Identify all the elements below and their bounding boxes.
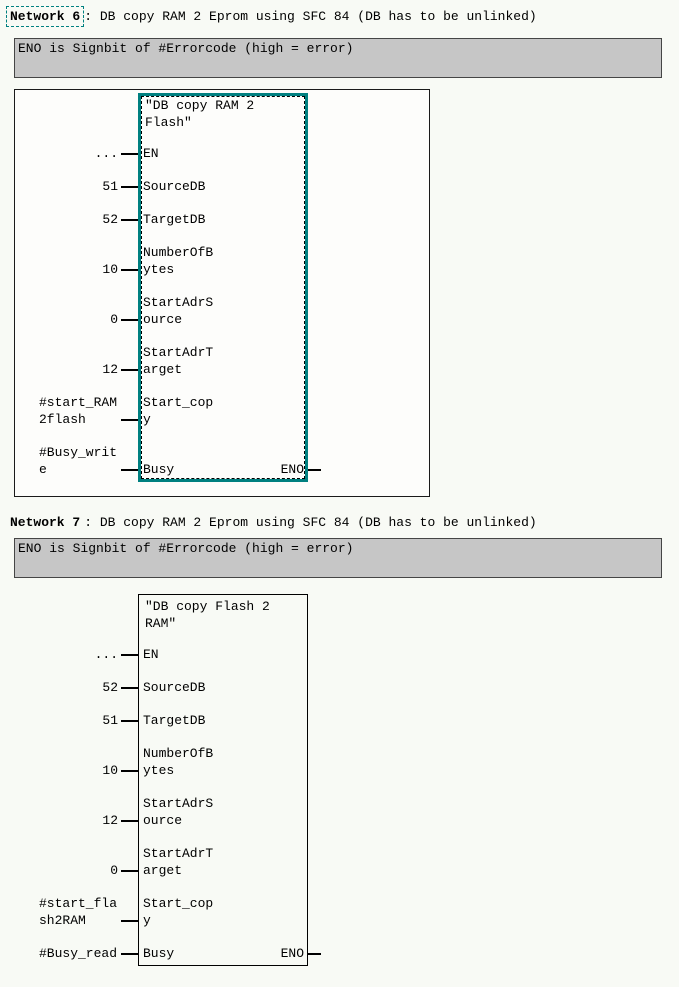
param-label: NumberOfB: [143, 746, 214, 761]
operand-value[interactable]: #start_fla: [39, 896, 118, 911]
network-rung-frame: [14, 89, 430, 497]
input-wire: [121, 419, 138, 421]
operand-value[interactable]: 52: [102, 212, 118, 227]
network-6-header: Network 6: DB copy RAM 2 Eprom using SFC…: [6, 6, 679, 27]
param-label: ource: [143, 312, 183, 327]
param-label: ytes: [143, 763, 175, 778]
input-wire: [121, 269, 138, 271]
input-wire: [121, 186, 138, 188]
operand-value[interactable]: #Busy_writ: [39, 445, 118, 460]
operand-value[interactable]: 10: [102, 262, 118, 277]
param-label: Busy: [143, 462, 175, 477]
param-label: StartAdrT: [143, 345, 214, 360]
operand-value[interactable]: ...: [94, 647, 118, 662]
input-wire: [121, 820, 138, 822]
param-label: arget: [143, 863, 183, 878]
network-6-comment[interactable]: ENO is Signbit of #Errorcode (high = err…: [14, 38, 662, 78]
input-wire: [121, 720, 138, 722]
block-title: "DB copy RAM 2: [145, 98, 255, 113]
input-wire: [121, 920, 138, 922]
operand-value[interactable]: #Busy_read: [39, 946, 118, 961]
param-label: StartAdrS: [143, 295, 214, 310]
operand-value[interactable]: 51: [102, 179, 118, 194]
operand-value[interactable]: 12: [102, 362, 118, 377]
block-title: "DB copy Flash 2: [145, 599, 270, 614]
input-wire: [121, 219, 138, 221]
param-label: Start_cop: [143, 896, 214, 911]
input-wire: [121, 953, 138, 955]
param-label: EN: [143, 146, 159, 161]
network-7-header: Network 7: DB copy RAM 2 Eprom using SFC…: [6, 512, 679, 533]
param-label: Start_cop: [143, 395, 214, 410]
param-label: TargetDB: [143, 212, 206, 227]
block-title: Flash": [145, 115, 192, 130]
param-label: ource: [143, 813, 183, 828]
operand-value[interactable]: 10: [102, 763, 118, 778]
network-6-diagram: "DB copy RAM 2 Flash" EN SourceDB TargetDB Nu…: [14, 89, 669, 497]
network-6-section: Network 6: DB copy RAM 2 Eprom using SFC…: [0, 6, 679, 497]
operand-value[interactable]: 2flash: [39, 412, 86, 427]
operand-value[interactable]: 0: [110, 312, 118, 327]
network-7-title[interactable]: Network 7: [10, 515, 81, 530]
param-label: TargetDB: [143, 713, 206, 728]
eno-output[interactable]: ENO: [280, 946, 304, 961]
input-wire: [121, 654, 138, 656]
param-label: SourceDB: [143, 680, 206, 695]
input-wire: [121, 319, 138, 321]
param-label: ytes: [143, 262, 175, 277]
param-label: StartAdrT: [143, 846, 214, 861]
network-7-section: Network 7: DB copy RAM 2 Eprom using SFC…: [0, 512, 679, 968]
input-wire: [121, 687, 138, 689]
function-block[interactable]: "DB copy RAM 2 Flash" EN SourceDB TargetDB Nu…: [138, 93, 308, 482]
output-wire: [308, 469, 321, 471]
operand-value[interactable]: 0: [110, 863, 118, 878]
param-label: StartAdrS: [143, 796, 214, 811]
operand-value[interactable]: #start_RAM: [39, 395, 118, 410]
function-block-border: [138, 93, 308, 482]
operand-value[interactable]: ...: [94, 146, 118, 161]
param-label: y: [143, 913, 151, 928]
param-label: SourceDB: [143, 179, 206, 194]
param-label: NumberOfB: [143, 245, 214, 260]
operand-value[interactable]: sh2RAM: [39, 913, 86, 928]
param-label: Busy: [143, 946, 175, 961]
network-6-description[interactable]: : DB copy RAM 2 Eprom using SFC 84 (DB h…: [84, 9, 537, 24]
input-wire: [121, 369, 138, 371]
output-wire: [308, 953, 321, 955]
input-wire: [121, 870, 138, 872]
network-7-description[interactable]: : DB copy RAM 2 Eprom using SFC 84 (DB h…: [84, 515, 537, 530]
network-7-diagram: "DB copy Flash 2 RAM" EN SourceDB TargetDB Nu…: [14, 594, 669, 968]
param-label: EN: [143, 647, 159, 662]
param-label: y: [143, 412, 151, 427]
param-label: arget: [143, 362, 183, 377]
block-title: RAM": [145, 616, 177, 631]
network-6-title[interactable]: Network 6: [6, 6, 85, 27]
operand-value[interactable]: 52: [102, 680, 118, 695]
operand-value[interactable]: 12: [102, 813, 118, 828]
operand-value[interactable]: 51: [102, 713, 118, 728]
network-7-comment[interactable]: ENO is Signbit of #Errorcode (high = err…: [14, 538, 662, 578]
input-wire: [121, 770, 138, 772]
eno-output[interactable]: ENO: [280, 462, 304, 477]
input-wire: [121, 153, 138, 155]
operand-value[interactable]: e: [39, 462, 47, 477]
function-block[interactable]: "DB copy Flash 2 RAM" EN SourceDB TargetDB Nu…: [138, 594, 308, 966]
input-wire: [121, 469, 138, 471]
